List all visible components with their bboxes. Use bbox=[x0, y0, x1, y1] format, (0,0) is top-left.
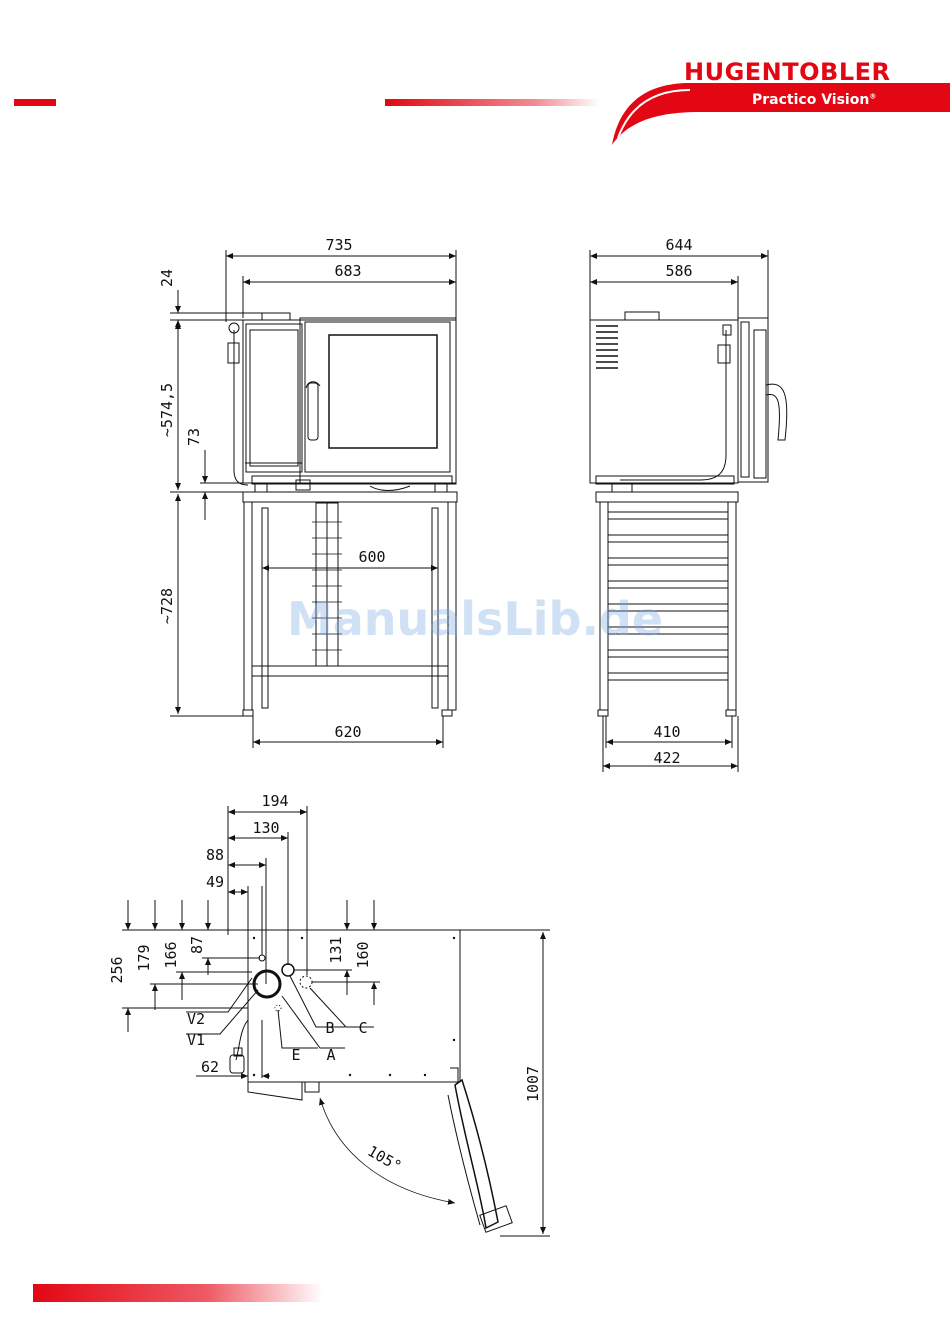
dim-side-410: 410 bbox=[653, 723, 680, 741]
dim-side-586: 586 bbox=[665, 262, 692, 280]
dim-front-600: 600 bbox=[358, 548, 385, 566]
dim-side-644: 644 bbox=[665, 236, 692, 254]
dim-top-160: 160 bbox=[354, 941, 372, 968]
dim-top-130: 130 bbox=[252, 819, 279, 837]
watermark: ManualsLib.de bbox=[0, 592, 950, 646]
dim-top-1007: 1007 bbox=[524, 1066, 542, 1102]
dim-top-87: 87 bbox=[188, 936, 206, 954]
label-c: C bbox=[358, 1019, 367, 1037]
dim-top-62: 62 bbox=[201, 1058, 219, 1076]
dim-top-256: 256 bbox=[108, 956, 126, 983]
label-v2: V2 bbox=[187, 1010, 205, 1028]
dim-front-574-5: ~574,5 bbox=[158, 383, 176, 437]
dim-front-683: 683 bbox=[334, 262, 361, 280]
dim-front-735: 735 bbox=[325, 236, 352, 254]
label-v1: V1 bbox=[187, 1031, 205, 1049]
dim-top-131: 131 bbox=[327, 936, 345, 963]
dim-top-88: 88 bbox=[206, 846, 224, 864]
label-e: E bbox=[291, 1046, 300, 1064]
label-a: A bbox=[326, 1046, 335, 1064]
dim-top-194: 194 bbox=[261, 792, 288, 810]
front-view bbox=[170, 250, 457, 748]
side-view bbox=[590, 250, 787, 772]
dim-top-49: 49 bbox=[206, 873, 224, 891]
dim-top-179: 179 bbox=[135, 944, 153, 971]
dim-side-422: 422 bbox=[653, 749, 680, 767]
dim-front-24: 24 bbox=[158, 269, 176, 287]
door-angle-label: 105° bbox=[364, 1142, 404, 1176]
dim-front-73: 73 bbox=[185, 428, 203, 446]
dim-top-166: 166 bbox=[162, 941, 180, 968]
dim-front-620: 620 bbox=[334, 723, 361, 741]
label-b: B bbox=[325, 1019, 334, 1037]
